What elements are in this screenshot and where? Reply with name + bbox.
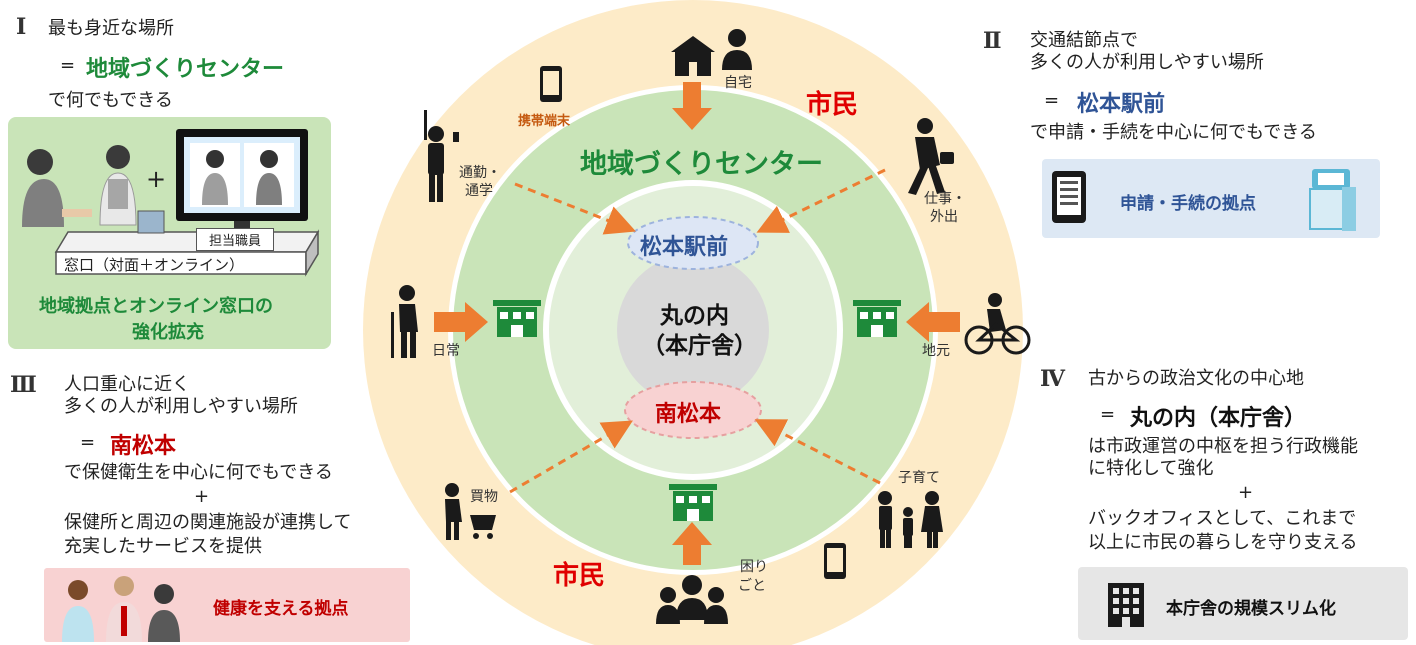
business-person-icon (908, 118, 954, 195)
section4-panel-text: 本庁舎の規模スリム化 (1166, 599, 1336, 619)
section3-line7: 充実したサービスを提供 (64, 536, 262, 557)
solid-arrows (434, 82, 960, 565)
section3-highlight: 南松本 (110, 434, 177, 459)
clerk-icon (148, 584, 180, 642)
home-label: 自宅 (724, 75, 752, 91)
arrow-shopping (509, 420, 633, 494)
mobile-label: 携帯端末 (518, 114, 571, 129)
minami-ellipse (624, 381, 762, 439)
section1-panel-text-2: 強化拡充 (132, 322, 204, 343)
mobile-phone-icon-bottom (824, 543, 846, 579)
arrow-daily (434, 302, 488, 342)
trouble-label-2: ごと (738, 578, 766, 594)
house-icon (671, 36, 715, 76)
plus-sign: + (146, 165, 166, 193)
work-label-1: 仕事・ (924, 191, 966, 207)
cyclist-icon (964, 293, 1031, 355)
section4-plus: + (1238, 482, 1254, 503)
section2-number: Ⅱ (983, 28, 1002, 54)
section3-panel (44, 568, 410, 642)
building-icon-left (493, 300, 541, 337)
section2-line1: 交通結節点で (1030, 30, 1138, 51)
section2-panel-text: 申請・手続の拠点 (1120, 194, 1256, 214)
monitor-icon (176, 129, 308, 229)
mobile-phone-icon-top (540, 66, 562, 102)
arrow-local (906, 302, 960, 342)
arrow-commute (514, 182, 636, 235)
arrow-work (756, 168, 886, 233)
section1-panel-text-1: 地域拠点とオンライン窓口の (39, 296, 273, 317)
section4-number: Ⅳ (1040, 366, 1065, 392)
window-label: 窓口（対面＋オンライン） (64, 256, 245, 274)
doctor-icon (106, 576, 142, 642)
section4-line7: 以上に市民の暮らしを守り支える (1088, 532, 1358, 553)
arrow-trouble (672, 522, 712, 565)
nurse-icon (62, 580, 94, 642)
section3-line1: 人口重心に近く (64, 374, 190, 395)
core-label-1: 丸の内 (660, 303, 729, 329)
section2-icons (1052, 169, 1356, 231)
commute-label-2: 通学 (465, 183, 493, 199)
matsumoto-ellipse (627, 216, 759, 270)
trouble-label-1: 困り (740, 559, 768, 575)
staff-label: 担当職員 (196, 228, 275, 251)
shopper-icon (445, 483, 496, 540)
commute-label-1: 通勤・ (459, 165, 501, 181)
matsumoto-station-label: 松本駅前 (640, 235, 729, 260)
arrow-home (672, 82, 712, 130)
work-label-2: 外出 (930, 209, 958, 225)
citizen-top-label: 市民 (806, 90, 859, 120)
childcare-label: 子育て (898, 470, 940, 486)
section3-line2: 多くの人が利用しやすい場所 (64, 396, 298, 417)
citizen-icon (22, 149, 92, 227)
kiosk-icon (1309, 169, 1356, 231)
section1-line3: で何でもできる (48, 90, 173, 111)
elderly-person-icon (391, 285, 418, 358)
shopping-label: 買物 (470, 489, 498, 505)
section4-highlight: 丸の内（本庁舎） (1130, 406, 1307, 431)
building-icons (493, 300, 901, 521)
section3-plus: + (194, 486, 210, 507)
section2-highlight: 松本駅前 (1077, 92, 1166, 117)
section1-highlight: 地域づくりセンター (86, 57, 285, 82)
section3-line6: 保健所と周辺の関連施設が連携して (64, 512, 352, 533)
section3-number: Ⅲ (10, 372, 37, 398)
section4-line4: に特化して強化 (1088, 458, 1214, 479)
core-label-2: （本庁舎） (642, 333, 757, 359)
section4-line3: は市政運営の中枢を担う行政機能 (1088, 436, 1358, 457)
local-label: 地元 (922, 343, 950, 359)
section1-line1: 最も身近な場所 (48, 18, 174, 39)
section1-eq: = (60, 55, 76, 76)
section2-line2: 多くの人が利用しやすい場所 (1030, 52, 1264, 73)
window-illustration: + (22, 129, 320, 277)
office-building-icon (1108, 583, 1144, 627)
section4-line6: バックオフィスとして、これまで (1088, 508, 1357, 529)
tablet-icon (1052, 171, 1086, 223)
section4-line1: 古からの政治文化の中心地 (1088, 368, 1304, 389)
section1-number: Ⅰ (16, 14, 27, 40)
arrow-childcare (754, 419, 881, 485)
daily-label: 日常 (432, 343, 460, 359)
ring-title: 地域づくりセンター (580, 149, 823, 180)
staff-icon (99, 145, 137, 226)
building-icon-right (853, 300, 901, 337)
citizen-bottom-label: 市民 (553, 561, 606, 591)
minami-matsumoto-label: 南松本 (655, 402, 722, 427)
section2-eq: = (1044, 90, 1060, 111)
group-icon (656, 575, 728, 624)
commuter-icon (424, 110, 459, 202)
section4-eq: = (1100, 404, 1116, 425)
section3-line4: で保健衛生を中心に何でもできる (64, 462, 333, 483)
section3-panel-text: 健康を支える拠点 (213, 599, 349, 619)
person-icon-home (722, 29, 752, 70)
section3-eq: = (80, 432, 96, 453)
section2-line4: で申請・手続を中心に何でもできる (1030, 122, 1317, 143)
health-staff-illustration (62, 576, 180, 642)
family-icon (878, 491, 943, 548)
core-circle (617, 254, 769, 406)
building-icon-bottom (669, 484, 717, 521)
silhouettes (391, 29, 1031, 624)
